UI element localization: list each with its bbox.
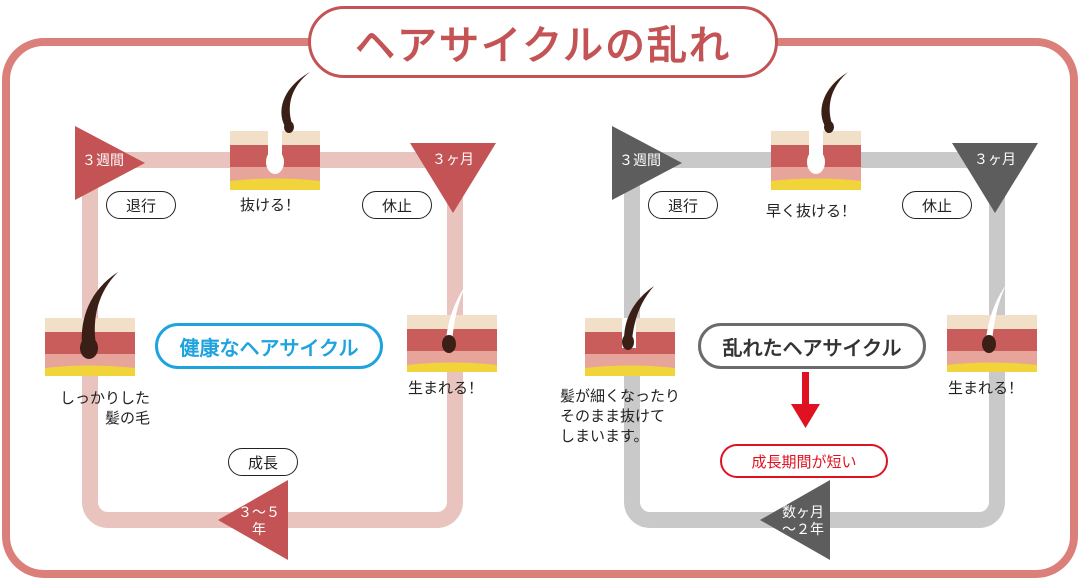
healthy-arrow-top-left <box>75 126 145 200</box>
disordered-skin-thin <box>585 286 675 376</box>
disordered-arrow-top-left-label: ３週間 <box>619 153 661 169</box>
healthy-arrow-top-right-label: ３ヶ月 <box>432 152 474 168</box>
healthy-oval-regression: 退行 <box>106 191 176 219</box>
healthy-cycle <box>45 72 497 560</box>
short-growth-label: 成長期間が短い <box>720 444 888 478</box>
disordered-arrow-bottom-label: 数ヶ月 〜２年 <box>782 505 824 538</box>
healthy-skin-strong <box>45 272 135 376</box>
healthy-arrow-top-left-label: ３週間 <box>82 153 124 169</box>
healthy-strong-hair <box>81 272 118 345</box>
outer-frame <box>2 38 1078 578</box>
healthy-skin-shedding <box>230 72 320 190</box>
disordered-cycle-label: 乱れたヘアサイクル <box>698 323 926 369</box>
healthy-skin-born <box>407 285 497 372</box>
disordered-label-shedding: 早く抜ける！ <box>766 202 857 220</box>
healthy-label-shedding: 抜ける！ <box>240 196 301 214</box>
disordered-cycle <box>585 72 1038 560</box>
disordered-oval-regression: 退行 <box>648 191 718 219</box>
disordered-arrow-top-right-label: ３ヶ月 <box>974 152 1016 168</box>
healthy-label-born: 生まれる！ <box>408 379 484 397</box>
disordered-thin-hair <box>624 286 654 340</box>
healthy-oval-growth: 成長 <box>228 448 298 476</box>
disordered-falling-hair <box>821 72 848 128</box>
disordered-label-thin: 髪が細くなったり そのまま抜けて しまいます。 <box>560 387 681 445</box>
disordered-arrow-bottom <box>760 480 830 560</box>
healthy-arrow-bottom <box>218 480 288 560</box>
short-growth-arrow <box>791 372 820 428</box>
disordered-arrow-top-right <box>952 143 1038 213</box>
disordered-arrow-top-left <box>612 126 682 200</box>
healthy-falling-hair <box>281 72 310 128</box>
healthy-oval-rest: 休止 <box>362 191 432 219</box>
disordered-oval-rest: 休止 <box>902 191 972 219</box>
page-title: ヘアサイクルの乱れ <box>308 6 778 78</box>
healthy-cycle-label: 健康なヘアサイクル <box>155 323 383 369</box>
healthy-arrow-bottom-label: ３〜５ 年 <box>238 505 280 538</box>
healthy-arrow-top-right <box>410 143 496 213</box>
disordered-skin-shedding <box>771 72 861 190</box>
healthy-label-strong: しっかりした 髪の毛 <box>59 389 150 427</box>
disordered-label-born: 生まれる！ <box>948 379 1024 397</box>
disordered-skin-born <box>947 285 1037 372</box>
